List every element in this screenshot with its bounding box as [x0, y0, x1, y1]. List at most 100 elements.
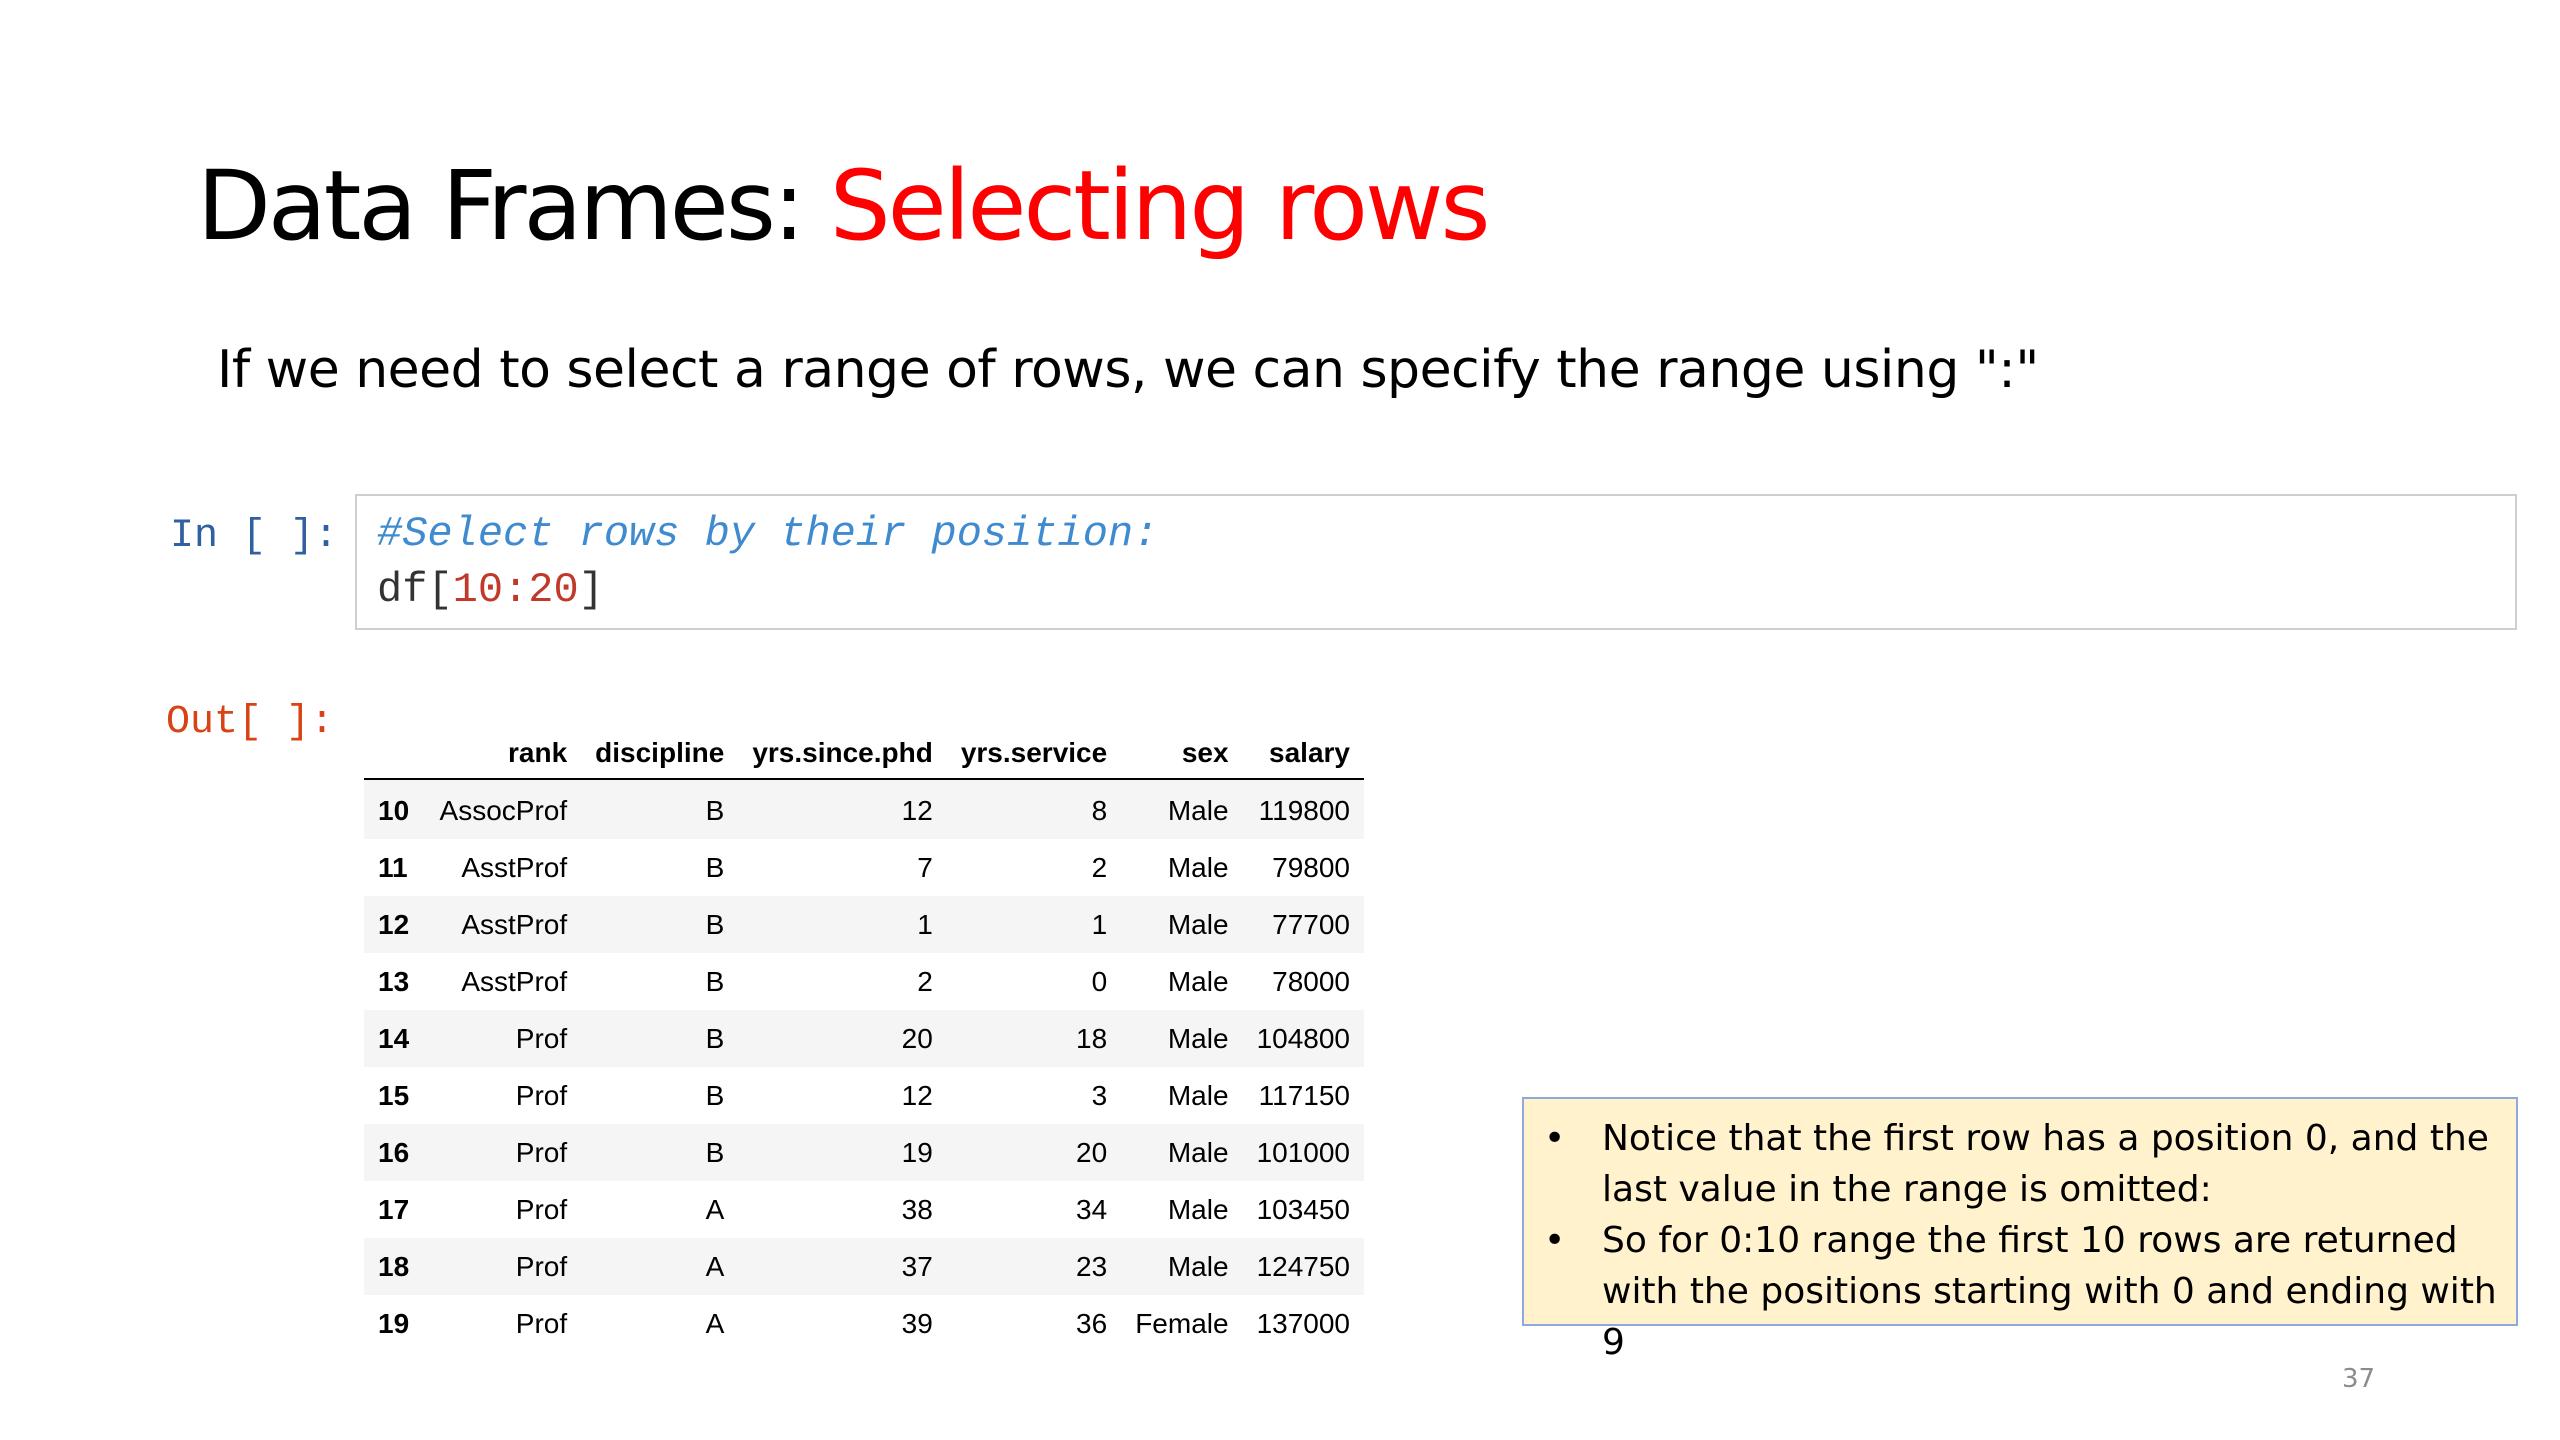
cell-salary: 78000	[1272, 965, 1350, 997]
cell-yrs-service: 23	[1076, 1250, 1108, 1282]
cell-yrs-since-phd: 2	[917, 965, 933, 997]
cell-yrs-since-phd: 12	[901, 1079, 933, 1111]
cell-rank: AsstProf	[461, 965, 568, 997]
cell-rank: Prof	[515, 1193, 568, 1225]
cell-discipline: B	[705, 908, 725, 940]
code-prefix: df[	[377, 566, 453, 614]
cell-rank: Prof	[515, 1307, 568, 1339]
code-statement: df[10:20]	[377, 566, 604, 614]
cell-discipline: B	[705, 851, 725, 883]
column-header-yrs-service: yrs.service	[946, 728, 1122, 780]
cell-sex: Male	[1167, 1250, 1229, 1282]
cell-yrs-service: 36	[1076, 1307, 1108, 1339]
cell-yrs-service: 20	[1076, 1136, 1108, 1168]
cell-salary: 119800	[1258, 794, 1350, 826]
cell-discipline: A	[705, 1250, 725, 1282]
cell-yrs-service: 1	[1091, 908, 1108, 940]
note-item: • So for 0:10 range the first 10 rows are…	[1544, 1215, 2498, 1368]
bullet-icon: •	[1544, 1220, 1566, 1261]
code-slice: 10:20	[452, 566, 579, 614]
cell-sex: Male	[1167, 794, 1229, 826]
row-index: 16	[378, 1136, 410, 1168]
cell-yrs-service: 34	[1076, 1193, 1108, 1225]
cell-sex: Male	[1167, 908, 1229, 940]
cell-yrs-service: 0	[1091, 965, 1108, 997]
code-comment: #Select rows by their position:	[377, 510, 1159, 558]
row-index: 19	[378, 1307, 410, 1339]
code-suffix: ]	[578, 566, 604, 614]
table-row: 18 Prof A 37 23 Male 124750	[364, 1238, 1364, 1295]
row-index: 11	[378, 851, 408, 883]
cell-discipline: B	[705, 1079, 725, 1111]
in-prompt: In [ ]:	[170, 514, 339, 559]
cell-salary: 77700	[1272, 908, 1350, 940]
cell-yrs-since-phd: 38	[901, 1193, 933, 1225]
table-row: 17 Prof A 38 34 Male 103450	[364, 1181, 1364, 1238]
cell-sex: Male	[1167, 1022, 1229, 1054]
cell-salary: 103450	[1256, 1193, 1350, 1225]
cell-discipline: A	[705, 1193, 725, 1225]
note-callout: • Notice that the first row has a positio…	[1522, 1097, 2518, 1363]
cell-sex: Male	[1167, 851, 1229, 883]
cell-rank: AssocProf	[439, 794, 568, 826]
cell-yrs-since-phd: 7	[917, 851, 933, 883]
column-header-salary: salary	[1242, 728, 1364, 780]
slide-subtitle: If we need to select a range of rows, we…	[217, 340, 2039, 400]
cell-sex: Male	[1167, 965, 1229, 997]
code-cell[interactable]: #Select rows by their position: df[10:20…	[355, 494, 2517, 630]
note-item-text: Notice that the first row has a position…	[1602, 1118, 2489, 1210]
cell-yrs-since-phd: 20	[901, 1022, 933, 1054]
row-index: 13	[378, 965, 410, 997]
dataframe-output-table: rank discipline yrs.since.phd yrs.servic…	[364, 728, 1364, 1352]
cell-rank: Prof	[515, 1250, 568, 1282]
column-header-discipline: discipline	[581, 728, 739, 780]
cell-salary: 124750	[1256, 1250, 1350, 1282]
cell-rank: AsstProf	[461, 851, 568, 883]
cell-salary: 101000	[1256, 1136, 1350, 1168]
cell-salary: 137000	[1256, 1307, 1350, 1339]
cell-discipline: A	[705, 1307, 725, 1339]
slide-title: Data Frames: Selecting rows	[197, 150, 1490, 262]
cell-discipline: B	[705, 1136, 725, 1168]
cell-sex: Female	[1135, 1307, 1229, 1339]
bullet-icon: •	[1544, 1118, 1566, 1159]
cell-yrs-since-phd: 12	[901, 794, 933, 826]
cell-salary: 79800	[1272, 851, 1350, 883]
row-index: 17	[378, 1193, 410, 1225]
cell-yrs-service: 18	[1076, 1022, 1108, 1054]
cell-sex: Male	[1167, 1079, 1229, 1111]
note-item-text: So for 0:10 range the first 10 rows are …	[1602, 1220, 2497, 1363]
cell-discipline: B	[705, 965, 725, 997]
column-header-rank: rank	[423, 728, 582, 780]
cell-yrs-service: 2	[1091, 851, 1108, 883]
cell-rank: Prof	[515, 1079, 568, 1111]
column-header-yrs-since-phd: yrs.since.phd	[738, 728, 947, 780]
note-item: • Notice that the first row has a positio…	[1544, 1113, 2498, 1215]
row-index: 12	[378, 908, 410, 940]
title-plain: Data Frames:	[197, 150, 830, 262]
row-index: 10	[378, 794, 410, 826]
row-index: 18	[378, 1250, 410, 1282]
cell-salary: 104800	[1256, 1022, 1350, 1054]
cell-sex: Male	[1167, 1193, 1229, 1225]
column-header-sex: sex	[1121, 728, 1243, 780]
cell-yrs-since-phd: 1	[917, 908, 933, 940]
index-header	[364, 728, 424, 780]
cell-rank: Prof	[515, 1022, 568, 1054]
cell-salary: 117150	[1258, 1079, 1350, 1111]
cell-yrs-service: 8	[1091, 794, 1108, 826]
cell-yrs-since-phd: 37	[901, 1250, 933, 1282]
page-number: 37	[2342, 1364, 2376, 1394]
table-row: 13 AsstProf B 2 0 Male 78000	[364, 953, 1364, 1010]
cell-yrs-since-phd: 19	[901, 1136, 933, 1168]
cell-yrs-service: 3	[1091, 1079, 1108, 1111]
table-row: 12 AsstProf B 1 1 Male 77700	[364, 896, 1364, 953]
cell-rank: AsstProf	[461, 908, 568, 940]
